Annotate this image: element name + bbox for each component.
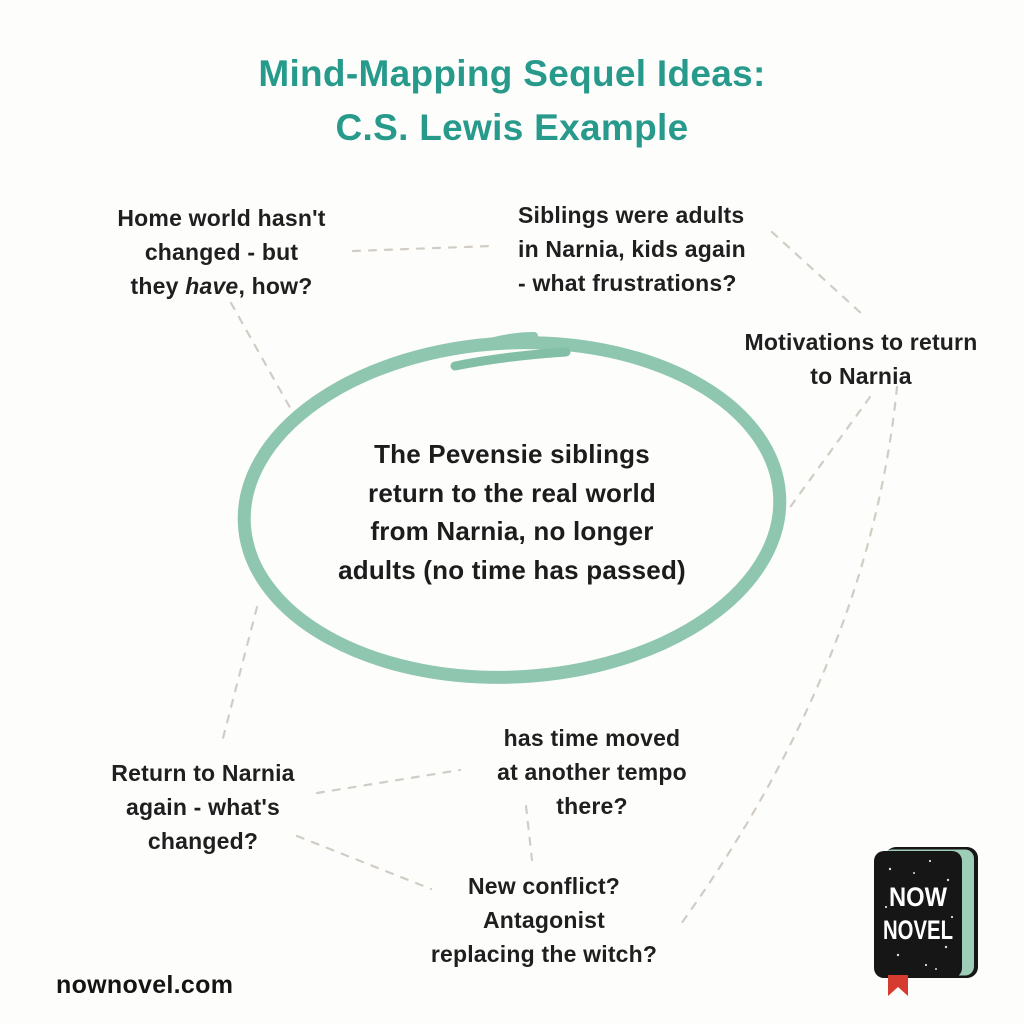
- logo-text-now: NOW: [889, 882, 947, 912]
- node-line: has time moved: [503, 725, 681, 751]
- node-line: they have, how?: [80, 269, 363, 303]
- node-line: at another tempo: [497, 759, 687, 785]
- central-node-text: The Pevensie siblings return to the real…: [317, 435, 707, 589]
- title-line: C.S. Lewis Example: [335, 107, 689, 148]
- node-line: Return to Narnia: [111, 760, 295, 786]
- node-return-narnia: Return to Narnia again - what's changed?: [70, 756, 336, 858]
- node-time-tempo: has time moved at another tempo there?: [456, 721, 728, 823]
- node-home-world: Home world hasn't changed - but they hav…: [80, 201, 363, 303]
- connector-siblings-motivations: [770, 230, 864, 316]
- ellipse-pen-tail-top: [466, 332, 538, 352]
- node-line: changed - but: [144, 239, 299, 265]
- book-front-cover: [874, 851, 962, 978]
- node-new-conflict: New conflict? Antagonist replacing the w…: [394, 869, 694, 971]
- node-line: again - what's: [126, 794, 280, 820]
- book-icon: NOW NOVEL: [874, 847, 978, 996]
- star-specks: [884, 859, 954, 970]
- now-novel-logo: NOW NOVEL: [874, 847, 980, 997]
- website-text: nownovel.com: [56, 971, 234, 999]
- node-line: - what frustrations?: [518, 270, 737, 296]
- node-line: Antagonist: [482, 907, 606, 933]
- text-fragment: , how?: [238, 273, 313, 299]
- text-fragment: they: [130, 273, 186, 299]
- connector-return-newconflict: [295, 834, 433, 891]
- central-line: return to the real world: [368, 477, 656, 508]
- bookmark-ribbon-icon: [888, 975, 908, 996]
- text-fragment-italic: have: [185, 273, 239, 299]
- central-line: The Pevensie siblings: [374, 439, 650, 469]
- connector-motivations-newconflict: [679, 385, 899, 926]
- connector-home-siblings: [351, 244, 494, 253]
- ellipse-pen-overlap: [450, 347, 571, 371]
- connector-motivations-ellipse: [786, 395, 872, 512]
- node-motivations: Motivations to return to Narnia: [712, 325, 1010, 393]
- node-line: to Narnia: [810, 363, 912, 389]
- node-line: in Narnia, kids again: [518, 236, 746, 262]
- title-line: Mind-Mapping Sequel Ideas:: [258, 53, 766, 94]
- node-siblings: Siblings were adults in Narnia, kids aga…: [518, 198, 788, 300]
- node-line: replacing the witch?: [430, 941, 658, 967]
- node-line: changed?: [147, 828, 259, 854]
- central-ellipse: [237, 332, 787, 684]
- connector-ellipse-return: [220, 605, 259, 744]
- node-line: there?: [556, 793, 628, 819]
- node-line: Siblings were adults: [518, 202, 745, 228]
- connector-home-ellipse: [229, 301, 299, 422]
- central-line: adults (no time has passed): [338, 554, 686, 585]
- logo-text-novel: NOVEL: [883, 915, 953, 945]
- page-title: Mind-Mapping Sequel Ideas: C.S. Lewis Ex…: [0, 47, 1024, 155]
- node-line: Motivations to return: [744, 329, 978, 355]
- node-line: Home world hasn't: [117, 205, 326, 231]
- node-line: New conflict?: [467, 873, 621, 899]
- central-line: from Narnia, no longer: [370, 516, 654, 546]
- connector-return-tempo: [315, 768, 462, 795]
